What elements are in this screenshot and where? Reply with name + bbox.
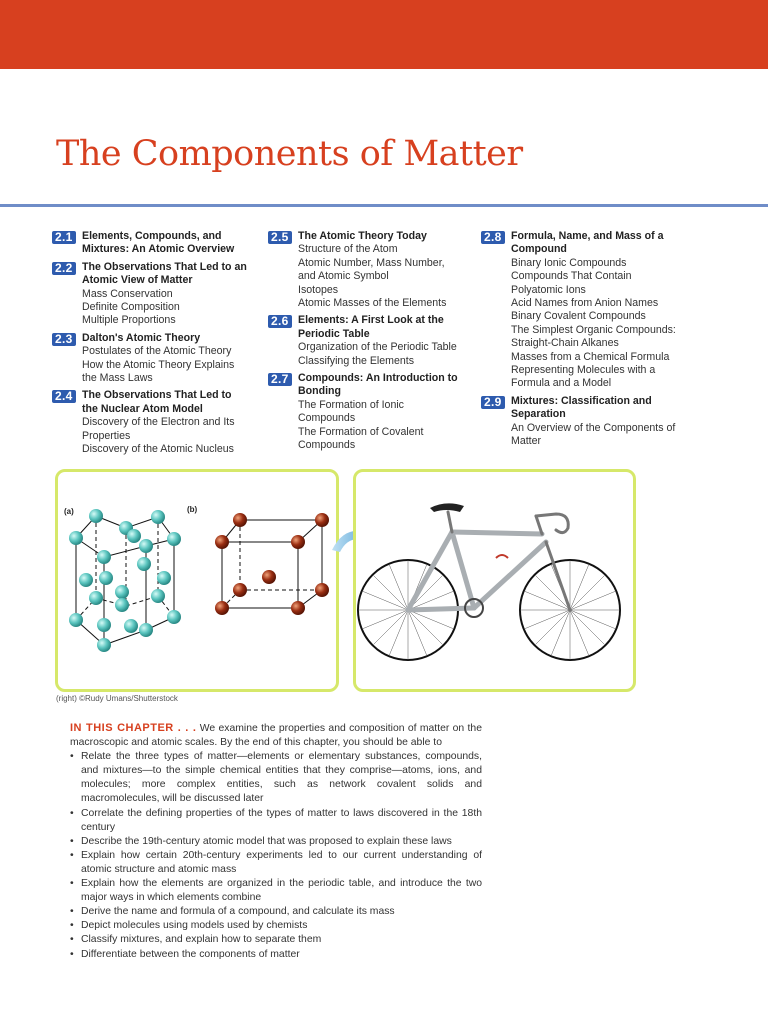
section-title: The Atomic Theory Today xyxy=(298,230,427,242)
chapter-intro: IN THIS CHAPTER . . . We examine the pro… xyxy=(70,721,482,962)
top-color-band xyxy=(0,0,768,69)
section-subtopic: Binary Covalent Compounds xyxy=(511,310,646,323)
outline-section-2-8: 2.8 Formula, Name, and Mass of a Compound… xyxy=(481,230,677,391)
outline-section-2-2: 2.2 The Observations That Led to an Atomi… xyxy=(52,261,248,328)
objective-item: Relate the three types of matter—element… xyxy=(70,750,482,806)
section-subtopic: The Formation of Ionic Compounds xyxy=(298,398,404,425)
photo-credit: (right) ©Rudy Umans/Shutterstock xyxy=(56,694,178,703)
section-title: The Observations That Led to an Atomic V… xyxy=(82,260,247,287)
outline-section-2-1: 2.1 Elements, Compounds, and Mixtures: An… xyxy=(52,230,248,257)
lattice-a-atoms xyxy=(69,509,181,652)
objective-item: Classify mixtures, and explain how to se… xyxy=(70,933,482,947)
section-number-badge: 2.3 xyxy=(52,332,76,346)
section-subtopic: Classifying the Elements xyxy=(298,354,414,367)
section-title: Elements, Compounds, and Mixtures: An At… xyxy=(82,230,235,256)
section-title: Dalton's Atomic Theory xyxy=(82,331,201,344)
section-subtopic: Mass Conservation xyxy=(82,287,173,300)
learning-objectives-list: Relate the three types of matter—element… xyxy=(70,750,482,962)
section-subtopic: Isotopes xyxy=(298,283,339,296)
objective-item: Derive the name and formula of a compoun… xyxy=(70,905,482,919)
section-subtopic: The Simplest Organic Compounds: Straight… xyxy=(511,323,676,350)
section-number-badge: 2.9 xyxy=(481,395,505,409)
objective-item: Explain how certain 20th-century experim… xyxy=(70,849,482,877)
objective-item: Describe the 19th-century atomic model t… xyxy=(70,835,482,849)
section-subtopic: Structure of the Atom xyxy=(298,243,398,256)
section-subtopic: Discovery of the Atomic Nucleus xyxy=(82,443,234,456)
section-subtopic: Masses from a Chemical Formula xyxy=(511,350,670,363)
outline-section-2-4: 2.4 The Observations That Led to the Nucl… xyxy=(52,389,248,456)
outline-section-2-7: 2.7 Compounds: An Introduction to Bonding… xyxy=(268,372,464,452)
section-title: Mixtures: Classification and Separation xyxy=(511,394,652,421)
section-subtopic: Postulates of the Atomic Theory xyxy=(82,345,232,358)
objective-item: Explain how the elements are organized i… xyxy=(70,877,482,905)
objective-item: Correlate the defining properties of the… xyxy=(70,807,482,835)
section-title: The Observations That Led to the Nuclear… xyxy=(82,389,232,415)
outline-column-1: 2.1 Elements, Compounds, and Mixtures: An… xyxy=(52,230,248,461)
intro-paragraph: IN THIS CHAPTER . . . We examine the pro… xyxy=(70,721,482,750)
outline-section-2-6: 2.6 Elements: A First Look at the Periodi… xyxy=(268,314,464,368)
section-subtopic: Organization of the Periodic Table xyxy=(298,341,457,354)
objective-item: Depict molecules using models used by ch… xyxy=(70,919,482,933)
section-subtopic: Discovery of the Electron and Its Proper… xyxy=(82,416,235,442)
section-subtopic: The Formation of Covalent Compounds xyxy=(298,425,424,452)
section-subtopic: Binary Ionic Compounds xyxy=(511,256,627,269)
bicycle-photo-panel xyxy=(353,469,636,692)
section-subtopic: How the Atomic Theory Explains the Mass … xyxy=(82,358,235,385)
section-number-badge: 2.5 xyxy=(268,231,292,244)
outline-column-3: 2.8 Formula, Name, and Mass of a Compound… xyxy=(481,230,677,453)
lattice-b-atoms xyxy=(215,513,329,615)
section-subtopic: Representing Molecules with a Formula an… xyxy=(511,364,656,390)
section-subtopic: Compounds That Contain Polyatomic Ions xyxy=(511,270,632,296)
bicycle-image xyxy=(357,503,621,661)
intro-lead: IN THIS CHAPTER . . . xyxy=(70,722,197,734)
section-number-badge: 2.7 xyxy=(268,373,292,387)
panel-label-a: (a) xyxy=(64,507,74,516)
intro-text: We examine the properties and compositio… xyxy=(70,723,482,749)
section-subtopic: Atomic Number, Mass Number, and Atomic S… xyxy=(298,256,445,283)
lattice-diagrams: (a) (b) xyxy=(64,505,329,652)
section-number-badge: 2.2 xyxy=(52,261,76,275)
outline-section-2-9: 2.9 Mixtures: Classification and Separati… xyxy=(481,395,677,449)
section-number-badge: 2.4 xyxy=(52,390,76,404)
objective-item: Differentiate between the components of … xyxy=(70,948,482,962)
title-divider xyxy=(0,204,768,207)
section-subtopic: Atomic Masses of the Elements xyxy=(298,297,447,310)
section-subtopic: Definite Composition xyxy=(82,301,180,314)
section-subtopic: An Overview of the Components of Matter xyxy=(511,421,676,448)
chapter-title: The Components of Matter xyxy=(56,134,523,174)
section-title: Compounds: An Introduction to Bonding xyxy=(298,372,458,398)
panel-label-b: (b) xyxy=(187,505,198,514)
section-number-badge: 2.6 xyxy=(268,315,292,329)
section-subtopic: Acid Names from Anion Names xyxy=(511,297,659,310)
section-number-badge: 2.1 xyxy=(52,231,76,244)
section-number-badge: 2.8 xyxy=(481,231,505,244)
lattice-figure-panel: (a) (b) xyxy=(55,469,339,692)
section-title: Formula, Name, and Mass of a Compound xyxy=(511,230,664,256)
section-title: Elements: A First Look at the Periodic T… xyxy=(298,314,444,340)
section-subtopic: Multiple Proportions xyxy=(82,314,176,327)
